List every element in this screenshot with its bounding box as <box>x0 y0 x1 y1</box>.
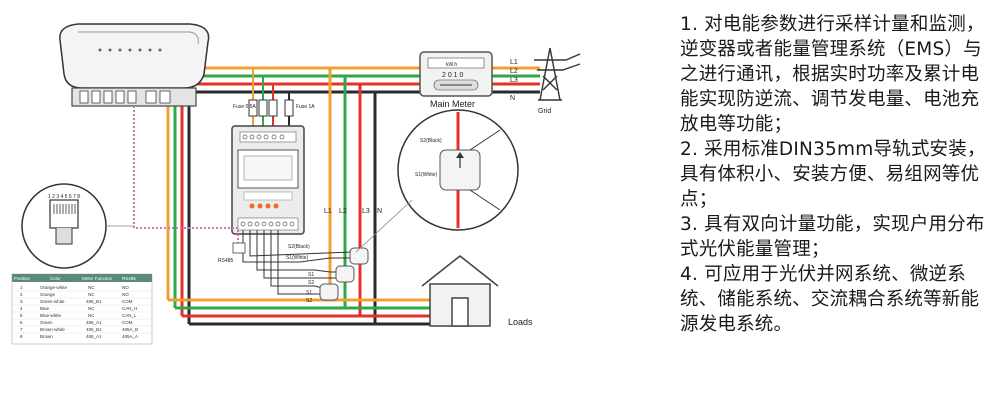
pin-cell: NO <box>122 292 129 297</box>
main-meter-label: Main Meter <box>430 99 475 109</box>
main-meter-header: kW.h <box>446 62 457 68</box>
ct-s1-label: S1 <box>308 272 314 278</box>
pin-cell: 485A_A <box>122 334 138 339</box>
pin-cell: 485_A1 <box>86 334 102 339</box>
description-item-2: 2. 采用标准DIN35mm导轨式安装，具有体积小、安装方便、易组网等优点； <box>680 139 986 210</box>
connector-pins: 1 2 3 4 5 6 7 8 <box>48 194 80 200</box>
main-meter-reading: 2 0 1 0 <box>442 72 464 79</box>
description-item-3: 3. 具有双向计量功能，实现户用分布式光伏能量管理； <box>680 214 985 260</box>
description-item-4: 4. 可应用于光伏并网系统、微逆系统、储能系统、交流耦合系统等新能源发电系统。 <box>680 264 980 335</box>
bus-label-n: N <box>377 208 382 215</box>
comm-cable <box>133 106 239 246</box>
fuse-right: Fuse 1A <box>284 99 315 117</box>
pin-cell: CAN_H <box>122 306 137 311</box>
grid-line-label-l3: L3 <box>510 77 518 84</box>
ct-clamp-1 <box>349 247 369 265</box>
pin-cell: NC <box>88 306 95 311</box>
pin-cell: NC <box>88 313 95 318</box>
ct-clamp-2 <box>335 265 355 283</box>
pin-table-header-0: Position <box>14 276 31 281</box>
pin-cell: 1 <box>20 285 23 290</box>
inverter <box>59 23 210 107</box>
fuse-left: Fuse 0.5A <box>233 99 278 117</box>
fuse-left-label: Fuse 0.5A <box>233 104 256 110</box>
grid-label: Grid <box>538 108 551 115</box>
pin-table: Position Color Meter Function RS485 1 Or… <box>11 273 153 345</box>
pin-cell: Orange <box>40 292 56 297</box>
pin-cell: 4 <box>20 306 23 311</box>
description-item-1: 1. 对电能参数进行采样计量和监测，逆变器或者能量管理系统（EMS）与之进行通讯… <box>680 14 985 135</box>
ct-top-s1-label: S1(White) <box>286 255 309 261</box>
pin-cell: NO <box>122 285 129 290</box>
rj45-connector-inset: 1 2 3 4 5 6 7 8 <box>21 183 107 269</box>
pin-cell: Green-white <box>40 299 65 304</box>
main-meter: kW.h 2 0 1 0 Main Meter <box>419 51 493 109</box>
ct-s2-label: S2 <box>308 280 314 286</box>
energy-meter <box>231 125 305 235</box>
pin-cell: Blue <box>40 306 50 311</box>
loads-label: Loads <box>508 317 533 327</box>
grid-line-label-l2: L2 <box>510 68 518 75</box>
pin-cell: Brown <box>40 334 53 339</box>
pin-cell: 8 <box>20 334 23 339</box>
pin-cell: Orange-white <box>40 285 68 290</box>
grid-line-label-n: N <box>510 95 515 102</box>
pin-cell: 3 <box>20 299 23 304</box>
bus-label-l2: L2 <box>339 208 347 215</box>
pin-cell: 7 <box>20 327 23 332</box>
pin-table-header-1: Color <box>50 276 61 281</box>
pin-table-header-2: Meter Function <box>82 276 113 281</box>
pin-cell: 485A_B <box>122 327 138 332</box>
ct-clamp-3 <box>319 283 339 301</box>
pin-cell: COM <box>122 299 133 304</box>
ct-detail-inset: S2(Black) S1(White) <box>397 109 519 231</box>
inset-s2-label: S2(Black) <box>420 138 442 144</box>
fuse-right-label: Fuse 1A <box>296 104 315 110</box>
inset-s1-label: S1(White) <box>415 172 438 178</box>
pin-cell: COM <box>122 320 133 325</box>
pin-cell: Brown-white <box>40 327 65 332</box>
bus-label-l3: L3 <box>362 208 370 215</box>
ct-top-s2-label: S2(Black) <box>288 244 310 250</box>
pin-cell: 5 <box>20 313 23 318</box>
pin-cell: 485_B1 <box>86 327 102 332</box>
pin-cell: CAN_L <box>122 313 137 318</box>
pin-cell: 2 <box>20 292 23 297</box>
description-text: 1. 对电能参数进行采样计量和监测，逆变器或者能量管理系统（EMS）与之进行通讯… <box>680 12 992 337</box>
grid-line-label-l1: L1 <box>510 59 518 66</box>
pin-cell: 485_A1 <box>86 320 102 325</box>
grid-tower-icon <box>534 47 581 101</box>
pin-cell: NC <box>88 292 95 297</box>
ct-s2b-label: S2 <box>306 298 312 304</box>
rs485-terminal <box>232 242 246 254</box>
bus-label-l1: L1 <box>324 208 332 215</box>
rs485-label: RS485 <box>218 258 234 264</box>
pin-cell: Green <box>40 320 53 325</box>
pin-table-header-3: RS485 <box>122 276 136 281</box>
ct-s1b-label: S1 <box>306 290 312 296</box>
house-icon <box>421 255 499 327</box>
pin-cell: 485_B1 <box>86 299 102 304</box>
pin-cell: NC <box>88 285 95 290</box>
power-lines <box>166 66 540 326</box>
pin-cell: Blue-white <box>40 313 62 318</box>
wiring-diagram: L1 L2 L3 N L1 L2 L3 N kW.h 2 0 1 0 Main … <box>11 23 581 345</box>
pin-cell: 6 <box>20 320 23 325</box>
